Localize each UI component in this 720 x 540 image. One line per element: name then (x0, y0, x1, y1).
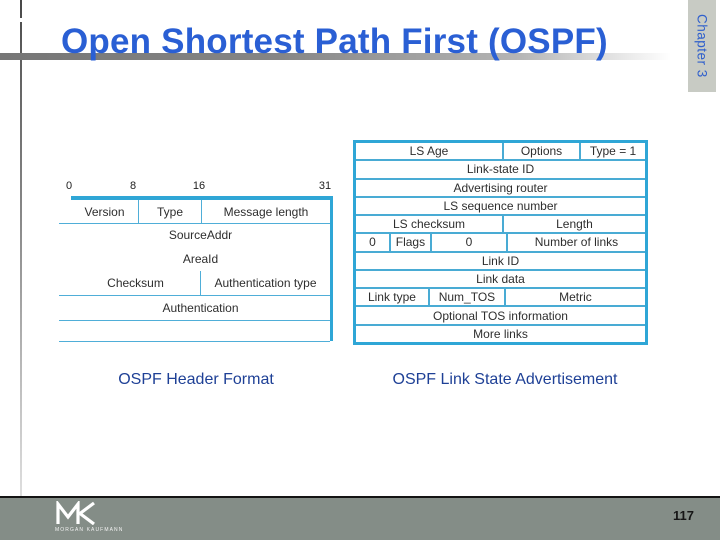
bit-ruler-bar (71, 196, 332, 200)
footer-rule (0, 496, 720, 498)
lsa-row: Optional TOS information (356, 307, 645, 326)
header-cell: Type (139, 200, 202, 223)
header-cell (71, 320, 330, 341)
lsa-cell: Flags (391, 234, 432, 251)
lsa-cell: Type = 1 (589, 144, 637, 159)
diagram-right-edge (330, 196, 333, 341)
header-format-caption: OSPF Header Format (118, 371, 274, 388)
bit-label-0: 0 (65, 180, 73, 192)
lsa-row: LS sequence number (356, 198, 645, 217)
header-cell: Version (71, 200, 139, 223)
page-number: 117 (673, 508, 694, 523)
chapter-tab-label: Chapter 3 (694, 14, 710, 78)
ospf-lsa-diagram: LS Age Options Type = 1 Link-state ID Ad… (353, 140, 648, 345)
chapter-tab: Chapter 3 (688, 0, 716, 92)
header-row (71, 320, 330, 341)
lsa-cell: 0 (356, 234, 391, 251)
lsa-row: Link-state ID (356, 161, 645, 180)
header-row: SourceAddr (71, 223, 330, 247)
footer: MORGAN KAUFMANN 117 (0, 498, 720, 540)
lsa-row: Advertising router (356, 180, 645, 198)
lsa-cell: Number of links (534, 235, 619, 250)
header-row: Checksum Authentication type (71, 271, 330, 295)
left-margin-line (20, 0, 22, 496)
ospf-header-diagram: 0 8 16 31 Version Type Message length So… (59, 180, 333, 342)
lsa-cell: Length (556, 217, 593, 232)
lsa-cell: Link ID (481, 253, 520, 268)
lsa-row: 0 Flags 0 Number of links (356, 234, 645, 253)
lsa-row: LS Age Options Type = 1 (356, 143, 645, 162)
lsa-row: More links (356, 326, 645, 342)
header-row: AreaId (71, 247, 330, 271)
bit-label-31: 31 (318, 180, 332, 192)
lsa-cell: More links (473, 326, 528, 341)
left-margin-line-gap (19, 18, 23, 22)
diagram-line (59, 295, 330, 296)
header-row: Version Type Message length (71, 200, 330, 223)
lsa-cell: Options (504, 143, 582, 160)
slide-title: Open Shortest Path First (OSPF) (61, 22, 608, 61)
lsa-cell: Metric (559, 290, 592, 305)
lsa-row: Link type Num_TOS Metric (356, 289, 645, 308)
mk-monogram-icon (56, 501, 95, 525)
bit-label-16: 16 (192, 180, 206, 192)
lsa-caption: OSPF Link State Advertisement (392, 371, 618, 388)
lsa-cell: 0 (432, 234, 508, 251)
title-underline-bar (0, 53, 692, 60)
header-cell: AreaId (182, 252, 219, 266)
header-row: Authentication (71, 295, 330, 320)
lsa-cell: Num_TOS (430, 289, 506, 306)
header-cell: Authentication type (214, 276, 317, 290)
lsa-cell: Link type (356, 289, 430, 306)
lsa-cell: Link data (476, 271, 525, 286)
lsa-cell: Link-state ID (466, 162, 535, 177)
lsa-cell: LS checksum (356, 216, 504, 233)
diagram-line (59, 223, 330, 224)
lsa-cell: Optional TOS information (433, 308, 568, 323)
diagram-line (59, 320, 330, 321)
lsa-cell: LS sequence number (443, 198, 558, 213)
lsa-cell: LS Age (356, 143, 504, 160)
diagram-line (59, 341, 330, 342)
bit-label-8: 8 (129, 180, 137, 192)
header-cell: Checksum (71, 271, 201, 295)
lsa-cell: Advertising router (453, 180, 548, 195)
header-cell: SourceAddr (168, 228, 233, 242)
lsa-row: Link ID (356, 253, 645, 271)
publisher-name: MORGAN KAUFMANN (55, 527, 124, 533)
header-cell: Authentication (162, 300, 239, 315)
header-cell: Message length (223, 204, 309, 219)
lsa-row: Link data (356, 271, 645, 290)
lsa-row: LS checksum Length (356, 216, 645, 235)
